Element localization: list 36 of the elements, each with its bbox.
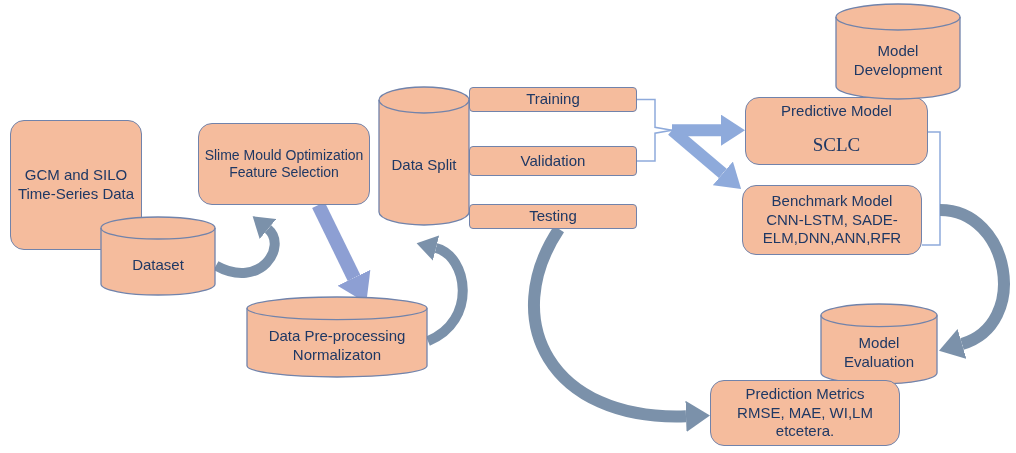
node-text: SCLC (811, 132, 862, 157)
bracket-line (636, 129, 673, 162)
block-arrow (672, 114, 745, 146)
process-box (742, 185, 922, 255)
process-box (745, 97, 928, 165)
node-title: Slime Mould Optimization Feature Selection (203, 146, 365, 182)
database-cylinder (835, 3, 961, 100)
node-text: CNN-LSTM, SADE-ELM,DNN,ANN,RFR (761, 210, 903, 249)
node-title: Data Pre-processing Normalizaton (267, 327, 407, 365)
bracket-line (636, 98, 673, 131)
database-cylinder (820, 303, 938, 385)
node-title: Training (525, 90, 581, 109)
process-box (469, 87, 637, 112)
database-cylinder (378, 86, 470, 226)
node-title: Model Development (852, 41, 944, 80)
process-box (469, 146, 637, 176)
process-box (198, 123, 370, 205)
database-cylinder (100, 216, 216, 296)
node-title: Validation (519, 151, 587, 171)
node-title: Benchmark Model (770, 191, 894, 211)
block-arrow (939, 204, 1010, 359)
node-title: Prediction Metrics (744, 384, 866, 404)
process-box (469, 204, 637, 229)
database-cylinder (246, 296, 428, 378)
node-title: Predictive Model (780, 102, 893, 121)
node-title: Dataset (131, 255, 185, 275)
block-arrow (417, 236, 468, 346)
bracket-line (927, 131, 941, 211)
node-title: Testing (528, 207, 578, 226)
node-title: Data Split (390, 155, 458, 175)
bracket-line (921, 209, 941, 246)
process-box (10, 120, 142, 250)
node-title: Model Evaluation (842, 334, 916, 372)
node-title: GCM and SILO Time-Series Data (16, 166, 136, 204)
process-box (710, 380, 900, 446)
node-text: RMSE, MAE, WI,LM etcetera. (736, 403, 874, 442)
